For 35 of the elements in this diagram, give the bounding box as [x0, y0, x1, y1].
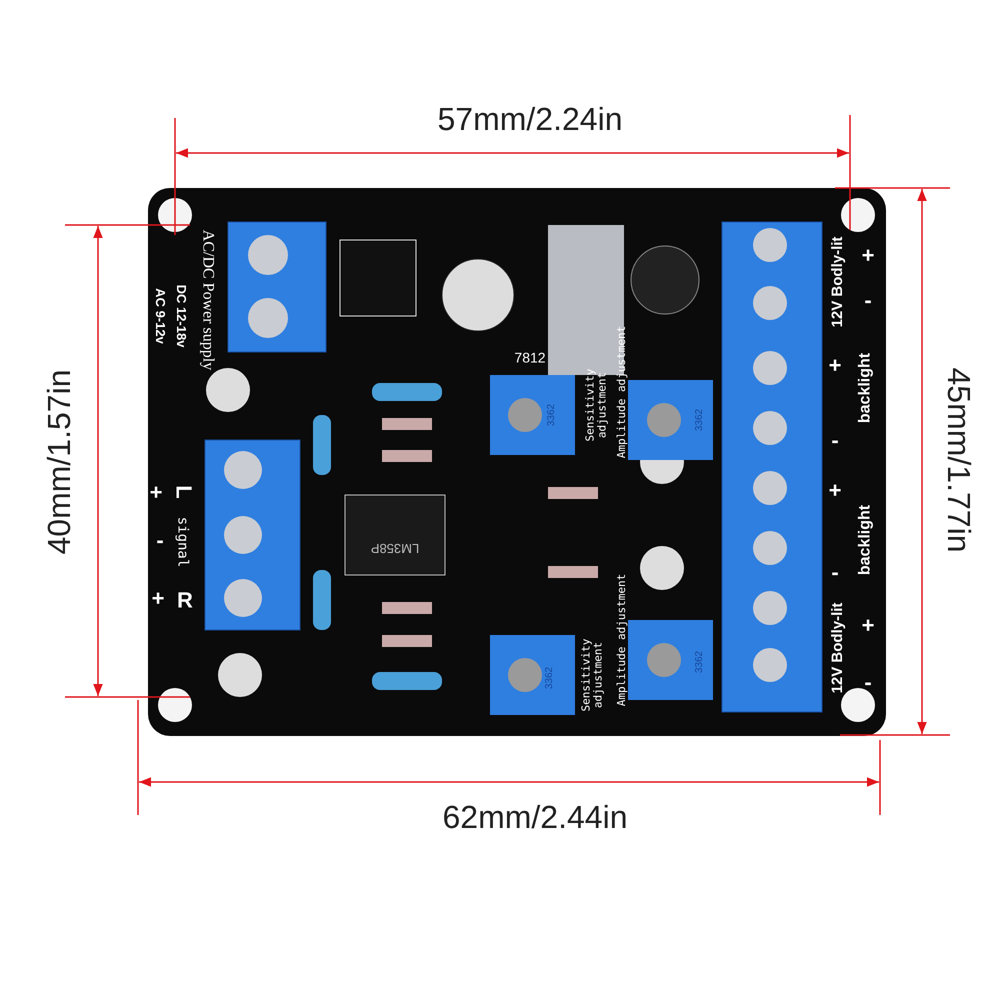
dimension-label: 62mm/2.44in: [442, 801, 628, 835]
pin-label: -: [864, 288, 872, 312]
dimension-label: 40mm/1.57in: [43, 370, 77, 554]
pin-label: +: [150, 480, 162, 504]
pin-label: +: [862, 243, 874, 267]
dimension-label: 57mm/2.24in: [438, 103, 622, 137]
silkscreen-label: Amplitude adjustment: [616, 574, 628, 706]
pin-label: +: [152, 586, 164, 610]
pin-label: R: [177, 588, 193, 612]
pin-label: -: [864, 670, 872, 694]
silkscreen-label: DC 12-18v: [174, 284, 188, 348]
silkscreen-label: 12V Bodly-lit: [830, 236, 846, 328]
pin-label: L: [172, 485, 196, 499]
trimmer-marking: 3362: [544, 666, 556, 690]
silkscreen-label: 7812: [514, 350, 546, 366]
silkscreen-label: AC/DC Power supply: [198, 230, 216, 370]
silkscreen-label: signal: [174, 516, 190, 568]
silkscreen-label: Sensitivity adjustment: [580, 638, 604, 714]
trimmer-marking: 3362: [546, 404, 558, 426]
silkscreen-label: backlight: [858, 504, 874, 576]
chip-marking: LM358P: [370, 541, 420, 555]
silkscreen-label: backlight: [858, 352, 874, 424]
dimension-label: 45mm/1.77in: [941, 368, 975, 552]
pin-label: +: [828, 478, 842, 502]
pin-label: +: [828, 353, 842, 377]
pin-label: -: [831, 560, 839, 584]
pin-label: -: [831, 428, 839, 452]
silkscreen-label: 12V Bodly-lit: [830, 602, 846, 694]
trimmer-marking: 3362: [694, 408, 706, 432]
silkscreen-label: Amplitude adjustment: [616, 326, 628, 458]
silkscreen-label: Sensitivity adjustment: [584, 368, 608, 444]
pin-label: +: [862, 613, 874, 637]
pin-label: -: [156, 528, 164, 552]
silkscreen-label: AC 9-12v: [153, 288, 167, 344]
trimmer-marking: 3362: [694, 650, 706, 674]
